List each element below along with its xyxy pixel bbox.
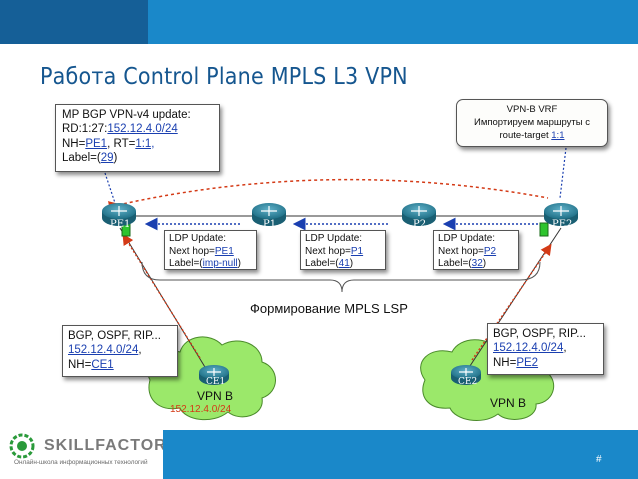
label-prefix: Label=( [62, 152, 101, 165]
vrf-import-text: Импортируем маршруты с [473, 116, 590, 128]
ldp-nh-label: Next hop= [169, 245, 215, 257]
router-icon-p1 [252, 203, 286, 226]
rt-value: 1:1, [135, 137, 155, 150]
ldp-label-value: 32 [471, 258, 483, 269]
prefix-link: 152.12.4.0/24 [68, 344, 139, 357]
router-label-ce2: CE2 [458, 377, 478, 387]
rd-label: RD:1:27: [62, 123, 108, 136]
routing-protocols: BGP, OSPF, RIP... [68, 330, 161, 342]
vpn-b-left-prefix: 152.12.4.0/24 [170, 404, 232, 415]
vpn-b-vrf-box: VPN-B VRF Импортируем маршруты с route-t… [456, 99, 608, 147]
ldp-nh-label: Next hop= [305, 245, 351, 257]
vpn-b-right-label: VPN B [490, 396, 527, 410]
ldp-nh-label: Next hop= [438, 245, 484, 257]
ldp-update-box-1: LDP Update: Next hop=PE1 Label=(imp-null… [164, 230, 257, 270]
ldp-nh-value: P1 [350, 245, 364, 257]
ldp-nh-value: PE1 [214, 245, 234, 257]
router-icon-pe1 [102, 203, 136, 226]
nh-label: NH= [68, 358, 92, 371]
router-icon-ce2 [451, 365, 481, 385]
nh-pe2-link: PE2 [516, 356, 539, 369]
router-label-pe2: PE2 [552, 219, 573, 230]
pe2-routing-box: BGP, OSPF, RIP... 152.12.4.0/24, NH=PE2 [487, 323, 604, 375]
router-icon-ce1 [199, 365, 229, 385]
nh-ce1-link: CE1 [91, 358, 114, 371]
mp-bgp-line1: MP BGP VPN-v4 update: [62, 109, 191, 121]
router-label-p2: P2 [413, 219, 427, 230]
router-icon-pe2 [544, 203, 578, 226]
nh-label: NH= [62, 137, 86, 150]
ldp-label-prefix: Label=( [305, 258, 339, 269]
brand-tagline: Онлайн-школа информационных технологий [14, 459, 148, 466]
vpn-b-left-label: VPN B [197, 389, 234, 403]
label-value: 29 [100, 152, 114, 165]
router-icon-p2 [402, 203, 436, 226]
label-suffix: ) [113, 152, 118, 165]
page-number: # [596, 454, 602, 465]
rt-label: , RT= [107, 137, 136, 150]
ldp-label-value: 41 [338, 258, 350, 269]
ldp-title: LDP Update: [169, 233, 227, 244]
ldp-label-prefix: Label=( [438, 258, 472, 269]
ldp-update-box-3: LDP Update: Next hop=P2 Label=(32) [433, 230, 519, 270]
route-target-value: 1:1 [551, 129, 565, 141]
prefix-link: 152.12.4.0/24 [493, 342, 564, 355]
router-label-ce1: CE1 [206, 377, 226, 387]
ldp-label-suffix: ) [237, 258, 241, 269]
routing-protocols: BGP, OSPF, RIP... [493, 328, 586, 340]
header-accent [0, 0, 148, 44]
nh-pe1-link: PE1 [85, 137, 108, 150]
comma: , [138, 344, 142, 357]
ldp-label-suffix: ) [482, 258, 487, 269]
ldp-update-box-2: LDP Update: Next hop=P1 Label=(41) [300, 230, 386, 270]
ldp-title: LDP Update: [438, 233, 496, 244]
comma: , [563, 342, 567, 355]
rd-prefix-link: 152.12.4.0/24 [107, 123, 178, 136]
brand-name: SKILLFACTORY [44, 437, 178, 454]
router-label-pe1: PE1 [110, 219, 131, 230]
ldp-nh-value: P2 [483, 245, 497, 257]
vrf-title: VPN-B VRF [506, 104, 558, 115]
ldp-label-suffix: ) [349, 258, 354, 269]
mpls-lsp-label: Формирование MPLS LSP [250, 301, 408, 316]
route-target-label: route-target [499, 129, 552, 141]
nh-label: NH= [493, 356, 517, 369]
ldp-label-prefix: Label=( [169, 258, 203, 269]
router-label-p1: P1 [263, 219, 277, 230]
mp-bgp-update-box: MP BGP VPN-v4 update: RD:1:27:152.12.4.0… [55, 104, 220, 172]
footer-bar [163, 430, 638, 479]
slide-title: Работа Control Plane MPLS L3 VPN [40, 64, 408, 90]
ldp-label-value: imp-null [202, 258, 238, 269]
skillfactory-logo-icon [9, 433, 35, 459]
ce1-routing-box: BGP, OSPF, RIP... 152.12.4.0/24, NH=CE1 [62, 325, 178, 377]
ldp-title: LDP Update: [305, 233, 363, 244]
